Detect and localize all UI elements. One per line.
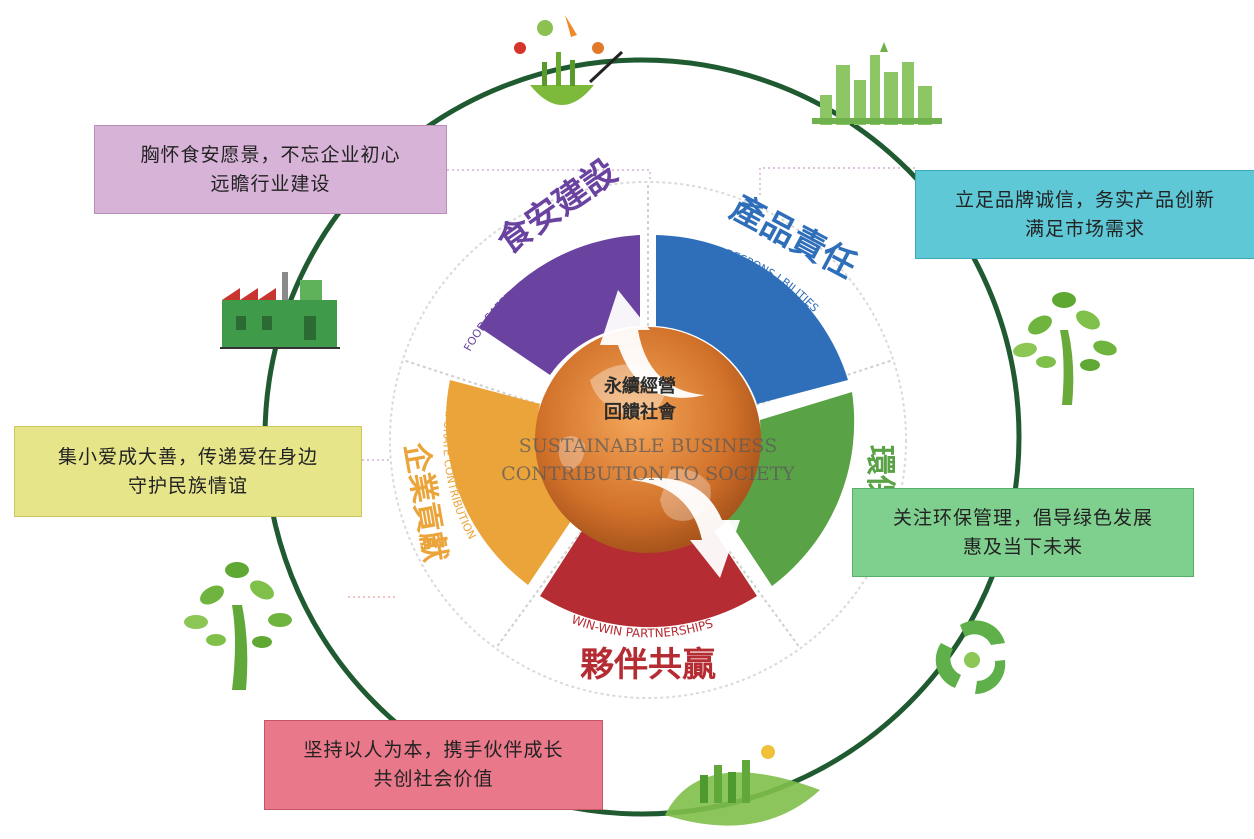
note-partner-line1: 坚持以人为本，携手伙伴成长 xyxy=(303,739,564,761)
segment-product xyxy=(656,235,848,404)
note-food-line1: 胸怀食安愿景，不忘企业初心 xyxy=(140,143,401,166)
note-environment: 关注环保管理，倡导绿色发展 惠及当下未来 xyxy=(852,488,1194,577)
segment-env xyxy=(723,392,855,586)
note-env-line1: 关注环保管理，倡导绿色发展 xyxy=(892,506,1153,529)
note-food-safety: 胸怀食安愿景，不忘企业初心 远瞻行业建设 xyxy=(94,125,447,214)
factory-icon xyxy=(220,272,340,349)
note-charity-line1: 集小爱成大善，传递爱在身边 xyxy=(57,445,318,468)
note-product-line2: 满足市场需求 xyxy=(1024,217,1145,240)
green-city-leaf-icon xyxy=(665,745,820,826)
note-charity-line2: 守护民族情谊 xyxy=(127,474,248,497)
food-bowl-icon xyxy=(514,15,624,105)
city-skyline-icon xyxy=(812,42,942,125)
eco-tree-icon-left xyxy=(184,562,292,690)
note-partnership: 坚持以人为本，携手伙伴成长 共创社会价值 xyxy=(264,720,603,810)
note-product-line1: 立足品牌诚信，务实产品创新 xyxy=(954,188,1215,211)
segment-food xyxy=(479,235,640,375)
center-en-line1: SUSTAINABLE BUSINESS xyxy=(519,435,777,457)
center-title-line2: 回饋社會 xyxy=(604,401,677,423)
segment-partner-title: 夥伴共贏 xyxy=(580,645,716,685)
eco-tree-icon xyxy=(1013,292,1117,405)
cycle-arrows-icon xyxy=(600,290,740,578)
note-corporate-contribution: 集小爱成大善，传递爱在身边 守护民族情谊 xyxy=(14,426,362,517)
recycle-icon xyxy=(935,620,1006,695)
note-food-line2: 远瞻行业建设 xyxy=(210,172,331,195)
center-title-line1: 永續經營 xyxy=(603,375,676,397)
segment-corporate xyxy=(445,380,575,585)
note-partner-line2: 共创社会价值 xyxy=(373,768,494,790)
note-product-responsibility: 立足品牌诚信，务实产品创新 满足市场需求 xyxy=(915,170,1254,259)
note-env-line2: 惠及当下未来 xyxy=(962,535,1083,558)
center-en-line2: CONTRIBUTION TO SOCIETY xyxy=(501,463,795,485)
